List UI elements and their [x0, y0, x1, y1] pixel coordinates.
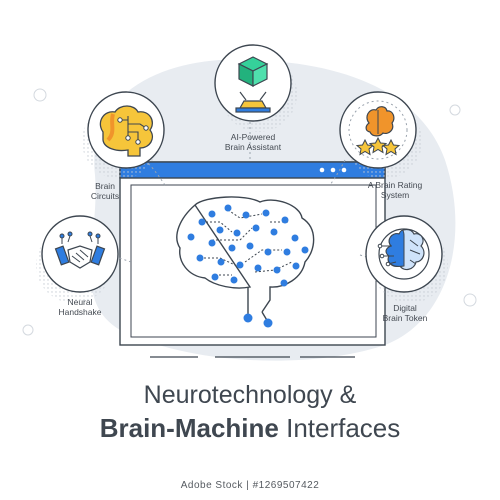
window-dot-icon [341, 167, 347, 173]
handshake-icon [54, 231, 106, 269]
ai-assistant-label: AI-Powered Brain Assistant [224, 132, 282, 152]
stock-watermark: Adobe Stock | #1269507422 [180, 480, 320, 491]
hologram-cube-icon [235, 56, 271, 113]
decorative-accents [22, 88, 477, 336]
neural-handshake-label: Neural Handshake [58, 297, 102, 317]
ai-assistant-circle [214, 44, 297, 132]
window-dot-icon [330, 167, 336, 173]
connector-lines [109, 112, 386, 263]
page-title-line1: Neurotechnology & [143, 381, 357, 409]
brain-token-circle [365, 215, 448, 303]
brain-rating-circle [339, 91, 422, 179]
brain-rating-stars-icon [355, 106, 401, 156]
brain-circuits-label: Brain Circuits [90, 181, 120, 201]
brain-circuit-icon [176, 196, 315, 328]
brain-rating-label: A Brain Rating System [367, 180, 423, 200]
window-dot-icon [319, 167, 325, 173]
brain-token-icon [377, 228, 430, 280]
title-regular-part: Interfaces [278, 413, 401, 443]
neural-handshake-circle [36, 215, 119, 303]
title-bold-part: Brain-Machine [99, 413, 279, 443]
brain-circuits-circle [82, 91, 165, 179]
brain-circuit-icon [99, 105, 154, 157]
page-title-line2: Brain-Machine Interfaces [0, 413, 500, 444]
brain-token-label: Digital Brain Token [382, 303, 428, 323]
